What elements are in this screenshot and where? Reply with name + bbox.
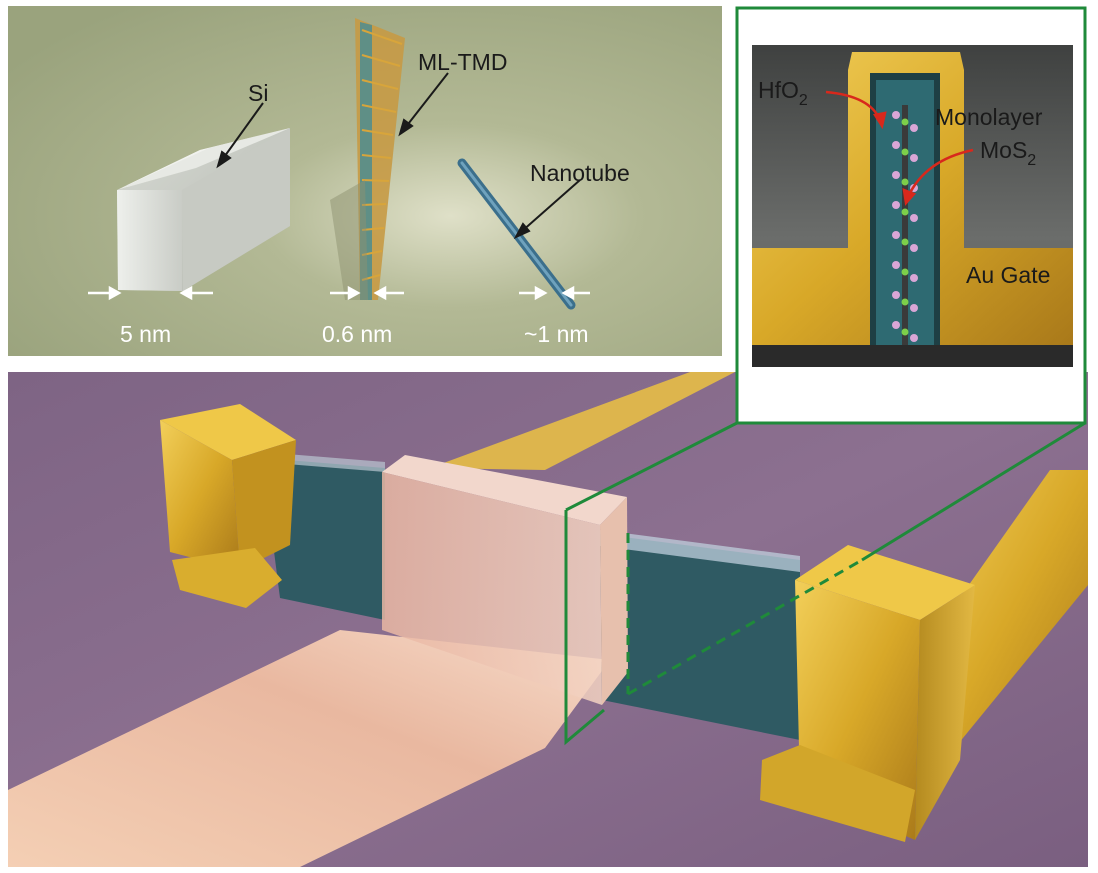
nanotube-label: Nanotube — [530, 160, 630, 186]
gate-dielectric-block — [382, 455, 628, 705]
callout-dashed-lines — [626, 533, 863, 696]
si-label: Si — [248, 80, 268, 106]
si-block — [117, 128, 290, 291]
gate-lead-back — [430, 372, 735, 470]
monolayer-label: Monolayer — [935, 104, 1043, 130]
left-gold-contact — [160, 404, 296, 608]
inset-panel: HfO2 Monolayer MoS2 Au Gate — [735, 6, 1087, 425]
mos2-label: MoS2 — [980, 137, 1036, 169]
right-channel — [600, 534, 800, 740]
hfo2-label: HfO2 — [758, 77, 808, 109]
inset-red-arrows — [825, 90, 974, 206]
nanotube-width-label: ~1 nm — [524, 321, 589, 347]
callout-frame — [564, 421, 1086, 746]
tmd-width-label: 0.6 nm — [322, 321, 392, 347]
si-width-label: 5 nm — [120, 321, 171, 347]
right-gold-lead — [930, 470, 1088, 760]
ml-tmd-sheet — [330, 18, 405, 300]
right-gold-contact — [760, 545, 975, 842]
label-pointer-arrows — [216, 72, 581, 240]
ml-tmd-label: ML-TMD — [418, 49, 507, 75]
width-indicator-arrows — [88, 285, 590, 301]
top-panel: Si ML-TMD Nanotube 5 nm 0.6 nm ~1 nm — [8, 6, 722, 356]
inset-mos2-chain — [892, 105, 918, 345]
device-panel — [8, 372, 1088, 867]
left-channel — [262, 458, 385, 620]
au-gate-label: Au Gate — [966, 262, 1050, 288]
gate-stripe — [8, 630, 610, 867]
